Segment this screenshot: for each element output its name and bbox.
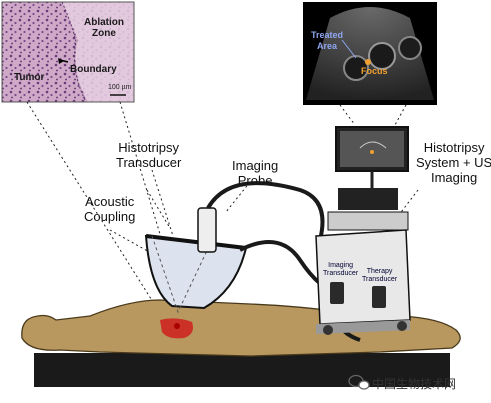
focus-dot [365, 59, 371, 65]
acoustic-coupling-label: Acoustic Coupling [84, 194, 136, 224]
ablation-zone-label: Ablation Zone [84, 17, 124, 39]
boundary-label: Boundary [70, 64, 117, 75]
tumor-label: Tumor [14, 72, 45, 83]
watermark-text: 中国生物技术网 [372, 377, 457, 391]
wechat-icon [348, 374, 370, 390]
table [34, 353, 450, 387]
histotripsy-cart [315, 126, 411, 335]
histotripsy-transducer [144, 207, 248, 314]
histotripsy-system-label: Histotripsy System + US Imaging [416, 140, 491, 185]
scale-label: 100 µm [108, 84, 132, 91]
histology-image [1, 1, 135, 103]
imaging-transducer-label: Imaging Transducer [323, 262, 359, 277]
imaging-probe-label: Imaging Probe [232, 158, 279, 188]
therapy-transducer-label: Therapy Transducer [362, 268, 398, 283]
focus-label: Focus [361, 66, 388, 76]
treated-area-label: Treated Area [311, 30, 344, 51]
ultrasound-image [303, 2, 437, 105]
histotripsy-transducer-label: Histotripsy Transducer [116, 140, 182, 170]
imaging-probe [197, 207, 217, 253]
